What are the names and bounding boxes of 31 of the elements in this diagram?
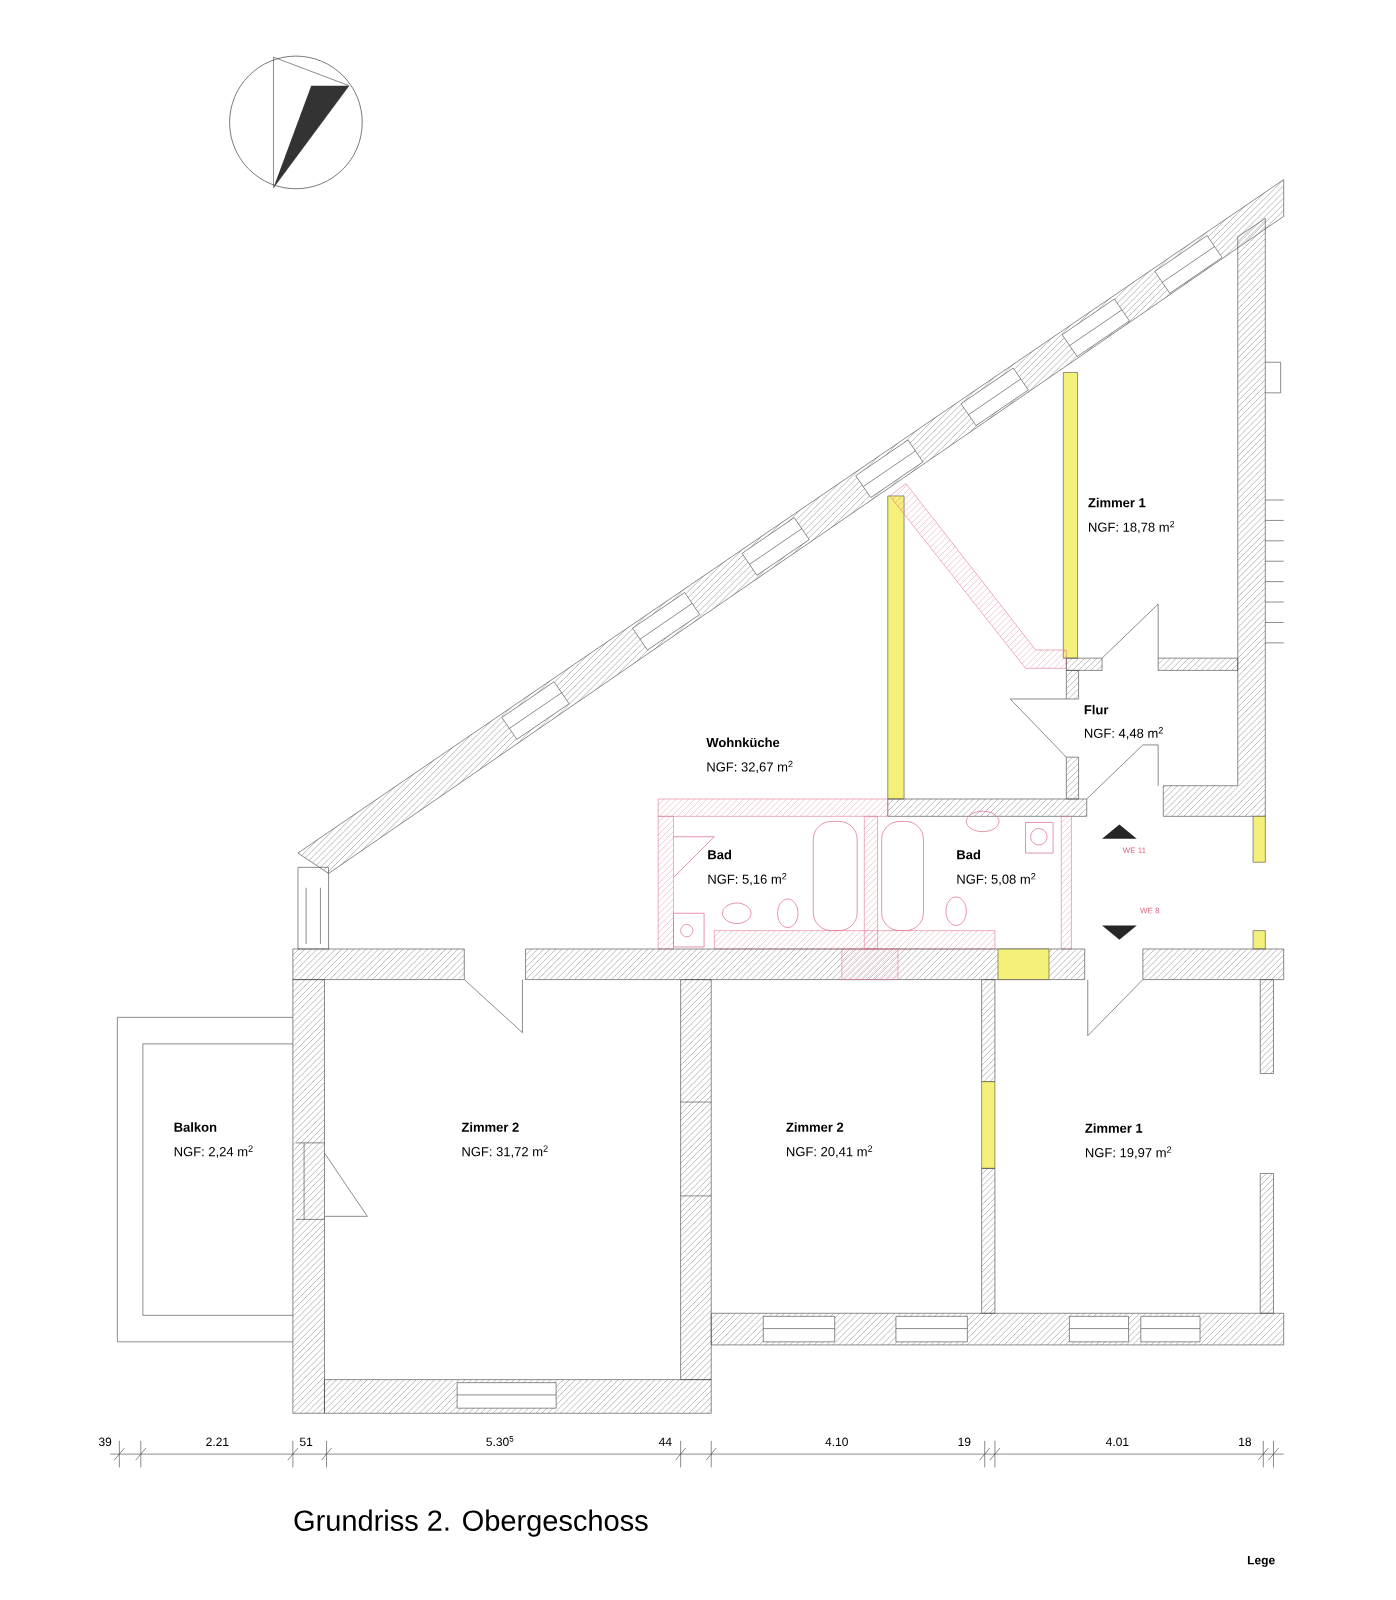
dimension-text: 51 xyxy=(299,1437,313,1447)
unit-label: WE 11 xyxy=(1122,847,1146,854)
area-label: NGF: 18,78 m$^{2}$ xyxy=(1089,520,1175,534)
unit-label: WE 8 xyxy=(1140,907,1160,914)
area-label: NGF: 31,72 m$^{2}$ xyxy=(462,1145,548,1158)
room-name: Wohnküche xyxy=(706,737,780,748)
room-name: Balkon xyxy=(174,1122,217,1132)
dimension-text: 18 xyxy=(1239,1437,1252,1447)
dimension-text: 39 xyxy=(98,1437,112,1447)
dimension-text: 19 xyxy=(958,1437,971,1447)
room-name: Flur xyxy=(1084,704,1109,715)
area-label: NGF: 2,24 m$^{2}$ xyxy=(174,1145,253,1158)
room-name: Zimmer 2 xyxy=(786,1122,844,1132)
dimension-text: 2.21 xyxy=(206,1437,229,1446)
dimension-text: 4.10 xyxy=(825,1437,848,1447)
dimension-text: 5.30$^{5}$ xyxy=(486,1436,514,1447)
legend-heading: Lege xyxy=(1248,1556,1275,1567)
area-label: NGF: 5,08 m$^{2}$ xyxy=(957,873,1036,886)
dimension-text: 44 xyxy=(658,1437,672,1446)
area-label: NGF: 32,67 m$^{2}$ xyxy=(707,760,793,774)
area-label: NGF: 5,16 m$^{2}$ xyxy=(708,873,787,886)
area-label: NGF: 19,97 m$^{2}$ xyxy=(1086,1146,1172,1159)
room-name: Bad xyxy=(708,849,732,860)
area-label: NGF: 20,41 m$^{2}$ xyxy=(787,1145,873,1158)
room-name: Zimmer 1 xyxy=(1088,497,1146,508)
caption: Grundriss 2. Obergeschoss xyxy=(294,1509,648,1537)
room-name: Zimmer 2 xyxy=(461,1122,519,1132)
dimension-text: 4.01 xyxy=(1106,1437,1129,1447)
room-name: Zimmer 1 xyxy=(1085,1123,1143,1133)
room-name: Bad xyxy=(957,849,981,860)
area-label: NGF: 4,48 m$^{2}$ xyxy=(1085,727,1163,740)
